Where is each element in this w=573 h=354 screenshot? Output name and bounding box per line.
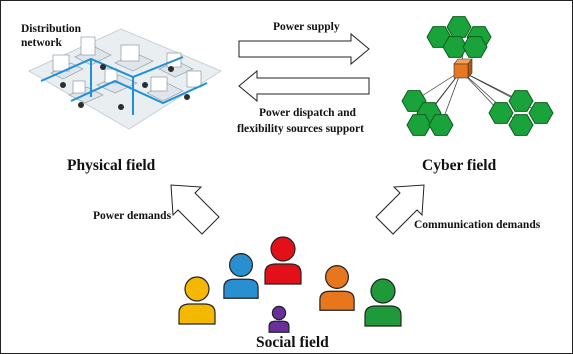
distribution-label-line2: network — [21, 37, 62, 49]
person-icon — [268, 305, 290, 333]
network-node-hexagon — [406, 114, 432, 136]
communication-demands-label: Communication demands — [414, 219, 541, 231]
power-dispatch-arrow — [238, 69, 370, 103]
person-icon — [264, 236, 302, 285]
network-node-hexagon — [428, 114, 454, 136]
power-demands-label: Power demands — [93, 210, 172, 222]
physical-field-title: Physical field — [67, 157, 156, 174]
person-icon — [178, 276, 216, 325]
social-field-title: Social field — [256, 334, 329, 351]
person-icon — [364, 278, 402, 327]
network-node-hexagon — [508, 90, 534, 112]
network-node-hexagon — [508, 114, 534, 136]
power-supply-arrow — [238, 32, 370, 66]
power-supply-label: Power supply — [273, 21, 340, 33]
network-node-hexagon — [462, 36, 488, 58]
hub-cube — [453, 58, 473, 79]
person-icon — [319, 265, 355, 311]
distribution-label-line1: Distribution — [21, 23, 82, 35]
power-dispatch-label-line1: Power dispatch and — [259, 107, 356, 119]
cyber-field-title: Cyber field — [422, 157, 497, 174]
network-node-hexagon — [528, 102, 554, 124]
network-node-hexagon — [446, 16, 472, 38]
power-dispatch-label-line2: flexibility sources support — [237, 123, 364, 135]
communication-demands-arrow — [375, 184, 425, 235]
distribution-network-illustration — [27, 28, 223, 130]
network-node-hexagon — [488, 102, 514, 124]
network-node-hexagon — [442, 36, 468, 58]
power-demands-arrow — [170, 184, 220, 235]
network-link — [460, 70, 522, 102]
person-icon — [223, 253, 259, 299]
